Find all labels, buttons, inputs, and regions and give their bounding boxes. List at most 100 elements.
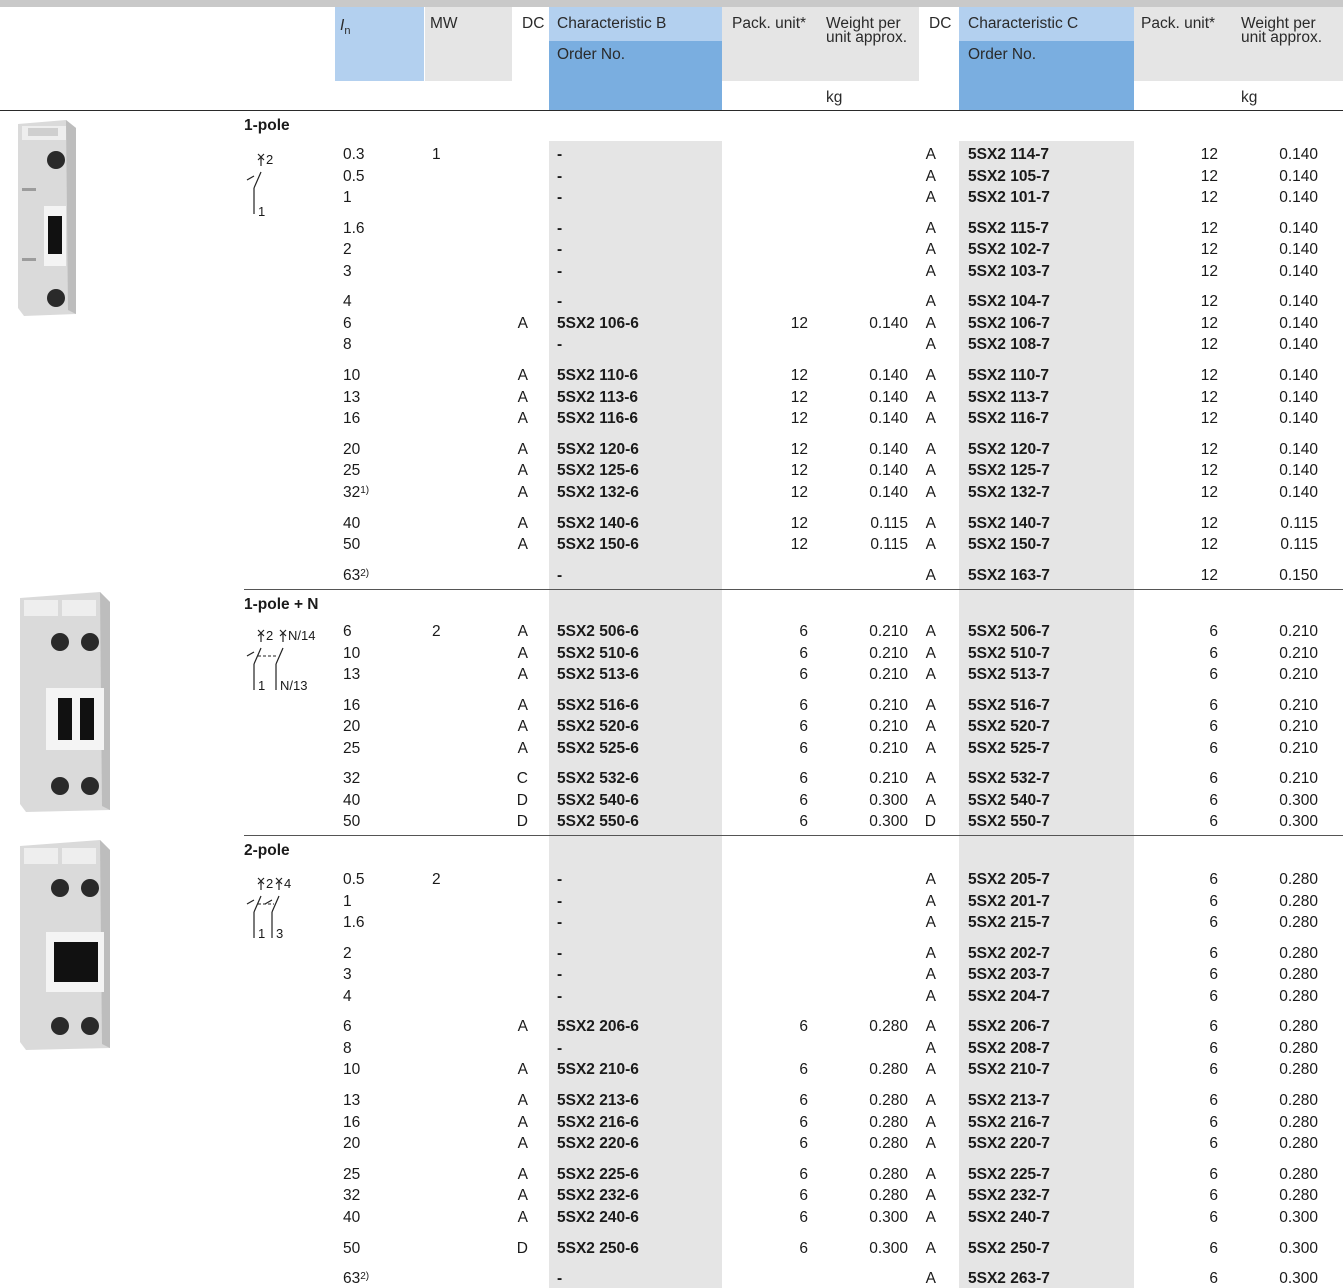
rated-current: 16 xyxy=(343,1113,361,1131)
order-no-b: - xyxy=(557,146,563,163)
order-no-b: - xyxy=(557,987,563,1005)
weight-c-header-bg xyxy=(1236,7,1343,81)
pack-unit-b: 6 xyxy=(799,1239,808,1257)
weight-c: 0.140 xyxy=(1279,314,1318,332)
dc-c: A xyxy=(925,1165,936,1183)
symbol-label-1: 1 xyxy=(258,926,266,941)
pack-unit-c: 6 xyxy=(1209,813,1218,831)
dc-c: A xyxy=(925,1039,936,1057)
pack-unit-c: 6 xyxy=(1209,1165,1218,1183)
pack-unit-c: 12 xyxy=(1200,462,1218,480)
rated-current: 8 xyxy=(343,336,352,354)
section-title-1pole-n: 1-pole + N xyxy=(244,596,319,613)
dc-c: A xyxy=(925,1135,936,1153)
pack-unit-b: 6 xyxy=(799,791,808,809)
rated-current: 32 xyxy=(343,770,361,788)
order-no-c: 5SX2 263-7 xyxy=(968,1270,1050,1288)
weight-c: 0.210 xyxy=(1279,718,1318,736)
dc-b: D xyxy=(516,791,528,809)
order-no-c: 5SX2 105-7 xyxy=(968,167,1050,185)
order-no-c: 5SX2 525-7 xyxy=(968,739,1050,757)
order-no-c: 5SX2 216-7 xyxy=(968,1113,1050,1131)
dc-b: A xyxy=(517,388,528,406)
symbol-label-top: 2 xyxy=(266,152,274,167)
rated-current: 16 xyxy=(343,696,361,714)
rated-current: 25 xyxy=(343,1165,361,1183)
order-no-c: 5SX2 203-7 xyxy=(968,966,1050,984)
dc-c: A xyxy=(925,966,936,984)
rated-current: 40 xyxy=(343,1208,361,1226)
order-no-b: 5SX2 513-6 xyxy=(557,666,639,683)
pack-unit-c: 6 xyxy=(1209,914,1218,931)
weight-c: 0.280 xyxy=(1279,1113,1318,1131)
weight-c: 0.140 xyxy=(1279,367,1318,385)
weight-c: 0.140 xyxy=(1279,410,1318,428)
order-no-b: - xyxy=(557,1270,563,1288)
weight-c: 0.140 xyxy=(1279,189,1318,206)
order-no-c: 5SX2 250-7 xyxy=(968,1239,1050,1257)
pack-unit-b: 6 xyxy=(799,1165,808,1183)
weight-b: 0.280 xyxy=(869,1092,908,1110)
pack-unit-b: 6 xyxy=(799,1018,808,1036)
pack-unit-b: 6 xyxy=(799,696,808,714)
dc-c: A xyxy=(925,146,936,163)
dc-c: A xyxy=(925,410,936,428)
order-no-b: - xyxy=(557,871,563,888)
pack-unit-c: 6 xyxy=(1209,987,1218,1005)
pack-unit-c: 12 xyxy=(1200,566,1218,584)
pack-unit-c: 6 xyxy=(1209,791,1218,809)
pack-unit-c: 6 xyxy=(1209,892,1218,910)
symbol-label-n13: N/13 xyxy=(280,678,308,693)
dc-c: A xyxy=(925,388,936,406)
pack-unit-c: 6 xyxy=(1209,1039,1218,1057)
weight-b: 0.280 xyxy=(869,1135,908,1153)
order-no-b: 5SX2 106-6 xyxy=(557,314,639,332)
order-no-b: 5SX2 232-6 xyxy=(557,1187,639,1205)
order-no-c: 5SX2 103-7 xyxy=(968,262,1050,280)
dc-b: C xyxy=(516,770,528,788)
rated-current: 1.6 xyxy=(343,914,365,931)
order-no-c: 5SX2 110-7 xyxy=(968,367,1050,385)
weight-c: 0.140 xyxy=(1279,293,1318,311)
section-title-1pole: 1-pole xyxy=(244,117,290,134)
pack-unit-c: 12 xyxy=(1200,367,1218,385)
order-no-b: 5SX2 516-6 xyxy=(557,696,639,714)
weight-b-header: Weight per unit approx. xyxy=(826,15,907,46)
weight-b: 0.210 xyxy=(869,770,908,788)
pack-unit-c: 6 xyxy=(1209,1208,1218,1226)
order-no-b: 5SX2 240-6 xyxy=(557,1208,639,1226)
footnote-marker: 1) xyxy=(360,484,370,496)
dc-c: A xyxy=(925,293,936,311)
pack-unit-b: 12 xyxy=(790,388,808,406)
weight-b: 0.115 xyxy=(870,514,908,532)
weight-c: 0.210 xyxy=(1279,739,1318,757)
pack-unit-b: 6 xyxy=(799,813,808,831)
weight-b: 0.210 xyxy=(869,718,908,736)
weight-c-header: Weight per unit approx. xyxy=(1241,15,1322,46)
order-no-b: - xyxy=(557,241,563,259)
order-b-body-band xyxy=(549,141,722,1288)
product-photo-1pole xyxy=(18,120,76,316)
dc-c: A xyxy=(925,1187,936,1205)
dc-b: A xyxy=(517,483,528,501)
symbol-label-2: 2 xyxy=(266,876,274,891)
order-b-header-bg xyxy=(549,41,722,110)
pack-unit-b: 12 xyxy=(790,367,808,385)
kg-b-header: kg xyxy=(826,89,843,106)
weight-c: 0.280 xyxy=(1279,1135,1318,1153)
order-no-c: 5SX2 550-7 xyxy=(968,813,1050,831)
order-no-c: 5SX2 205-7 xyxy=(968,871,1050,888)
dc-c: A xyxy=(925,367,936,385)
order-no-c: 5SX2 215-7 xyxy=(968,914,1050,931)
order-no-c: 5SX2 150-7 xyxy=(968,536,1050,553)
order-no-c: 5SX2 163-7 xyxy=(968,566,1050,584)
weight-c: 0.210 xyxy=(1279,666,1318,683)
pack-unit-c: 6 xyxy=(1209,1187,1218,1205)
weight-b: 0.210 xyxy=(869,644,908,662)
dc-c: A xyxy=(925,189,936,206)
dc-b: A xyxy=(517,314,528,332)
order-no-c: 5SX2 101-7 xyxy=(968,189,1050,206)
order-no-c: 5SX2 213-7 xyxy=(968,1092,1050,1110)
dc-c: A xyxy=(925,791,936,809)
